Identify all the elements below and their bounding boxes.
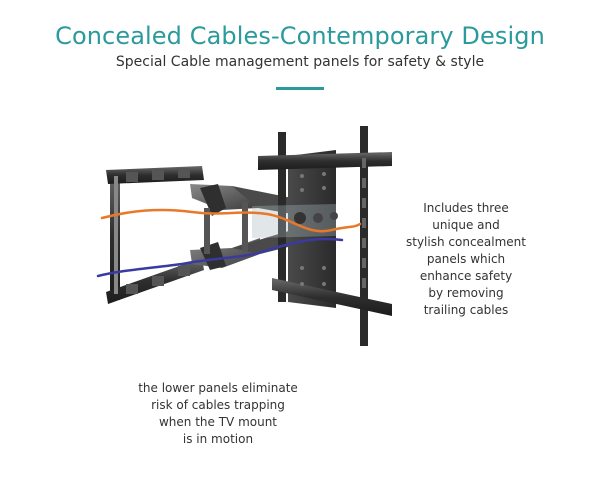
tv-bracket-frame [106,166,204,304]
wall-plate [252,126,392,346]
page-title: Concealed Cables-Contemporary Design [55,22,545,50]
tv-wall-mount-illustration [96,126,392,346]
orange-cable [100,208,362,233]
blue-cable [96,237,344,278]
page-subtitle: Special Cable management panels for safe… [115,54,485,70]
upper-arm [190,184,292,216]
concealment-panels-note: Includes three unique and stylish concea… [406,201,526,317]
title-divider [276,87,324,90]
lower-panels-note: the lower panels eliminate risk of cable… [138,381,298,446]
